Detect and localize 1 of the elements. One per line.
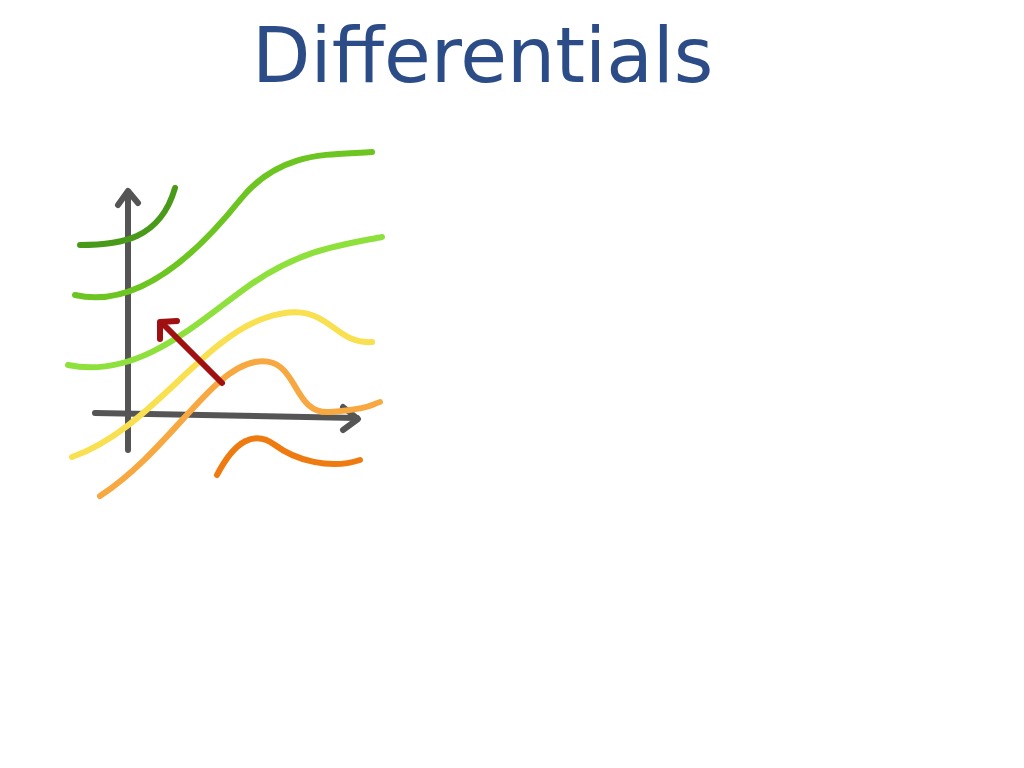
title: Differentials: [252, 18, 714, 94]
